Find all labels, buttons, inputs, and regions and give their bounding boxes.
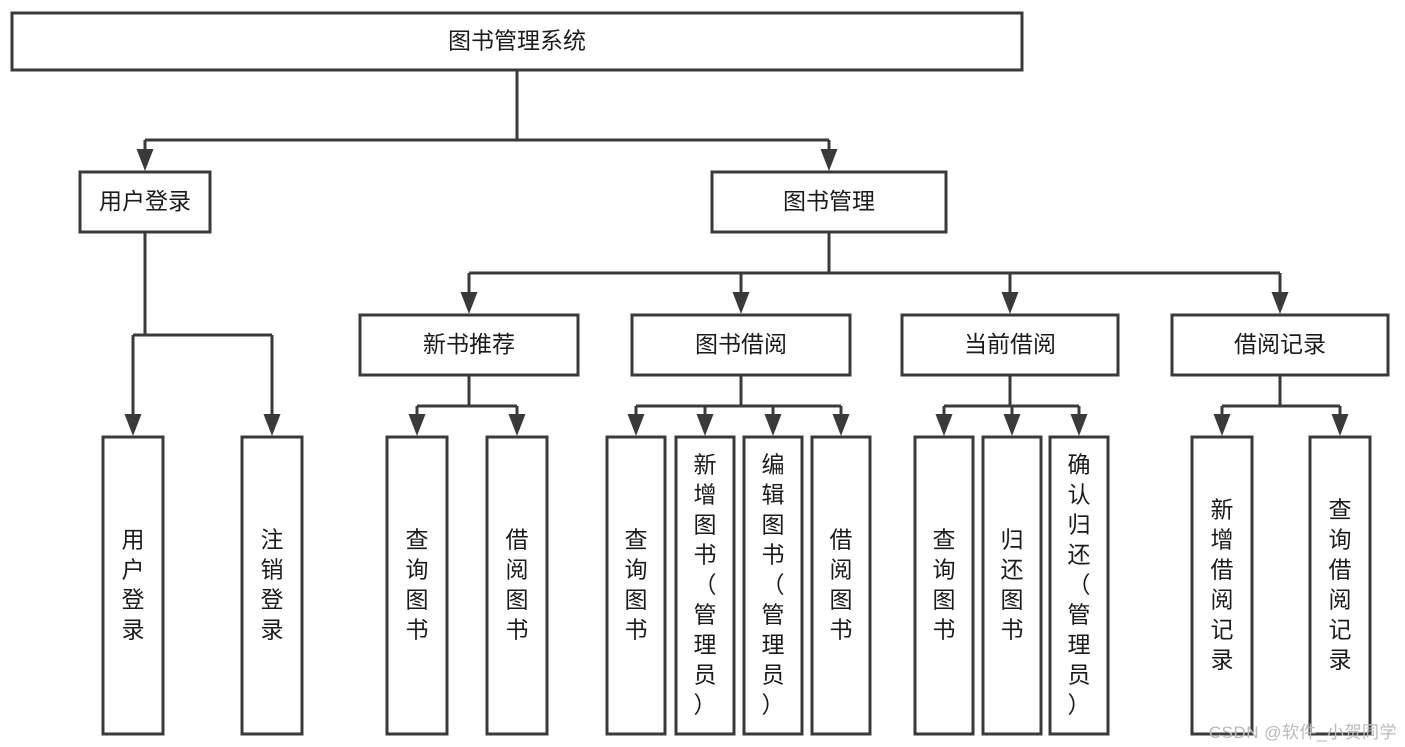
node-label: 归还图书 bbox=[1001, 527, 1024, 643]
node-label: 当前借阅 bbox=[964, 331, 1056, 357]
connector-group-records bbox=[1213, 375, 1349, 436]
arrow-head-icon bbox=[732, 292, 750, 314]
node-box bbox=[810, 435, 872, 736]
node-root[interactable]: 图书管理系统 bbox=[10, 11, 1024, 72]
node-l-rec-1[interactable]: 新增借阅记录 bbox=[1190, 435, 1254, 736]
node-box bbox=[710, 170, 948, 234]
arrow-head-icon bbox=[627, 414, 645, 436]
connector-group-bookmgmt bbox=[460, 232, 1289, 314]
arrow-head-icon bbox=[1070, 414, 1088, 436]
node-label: 借阅记录 bbox=[1234, 331, 1326, 357]
node-label: 图书管理 bbox=[783, 188, 875, 214]
node-l-bor-2[interactable]: 新增图书（管理员） bbox=[674, 435, 736, 736]
node-current[interactable]: 当前借阅 bbox=[900, 313, 1120, 377]
node-l-bor-4[interactable]: 借阅图书 bbox=[810, 435, 872, 736]
node-label: 确认归还（管理员） bbox=[1068, 452, 1091, 718]
node-l-new-2[interactable]: 借阅图书 bbox=[485, 435, 549, 736]
arrow-head-icon bbox=[696, 414, 714, 436]
arrow-head-icon bbox=[1271, 292, 1289, 314]
node-box bbox=[1190, 435, 1254, 736]
node-label: 借阅图书 bbox=[506, 527, 529, 643]
node-l-new-1[interactable]: 查询图书 bbox=[385, 435, 449, 736]
arrow-head-icon bbox=[508, 414, 526, 436]
arrow-head-icon bbox=[935, 414, 953, 436]
arrow-head-icon bbox=[1331, 414, 1349, 436]
arrow-head-icon bbox=[1001, 292, 1019, 314]
node-box bbox=[240, 435, 304, 736]
node-bookmgmt[interactable]: 图书管理 bbox=[710, 170, 948, 234]
node-l-cur-1[interactable]: 查询图书 bbox=[913, 435, 975, 736]
node-label: 查询图书 bbox=[406, 527, 429, 643]
node-box bbox=[630, 313, 852, 377]
node-login[interactable]: 用户登录 bbox=[78, 170, 212, 234]
csdn-watermark: CSDN @软件_小贺同学 bbox=[1208, 723, 1397, 742]
connector-layer bbox=[124, 70, 1349, 436]
arrow-head-icon bbox=[1213, 414, 1231, 436]
arrow-head-icon bbox=[832, 414, 850, 436]
node-l-bor-3[interactable]: 编辑图书（管理员） bbox=[742, 435, 804, 736]
node-records[interactable]: 借阅记录 bbox=[1170, 313, 1390, 377]
node-box bbox=[1308, 435, 1372, 736]
node-box bbox=[101, 435, 165, 736]
node-box bbox=[913, 435, 975, 736]
node-label: 借阅图书 bbox=[830, 527, 853, 643]
node-label: 图书管理系统 bbox=[448, 28, 586, 54]
arrow-head-icon bbox=[1003, 414, 1021, 436]
node-box bbox=[1048, 435, 1110, 736]
node-label: 编辑图书（管理员） bbox=[762, 452, 785, 718]
arrow-head-icon bbox=[136, 149, 154, 171]
node-box bbox=[385, 435, 449, 736]
node-label: 图书借阅 bbox=[695, 331, 787, 357]
node-label: 查询图书 bbox=[625, 527, 648, 643]
connector-group-login bbox=[124, 232, 281, 436]
node-newbook[interactable]: 新书推荐 bbox=[358, 313, 580, 377]
connector-group-current bbox=[935, 375, 1088, 436]
node-label: 新增借阅记录 bbox=[1211, 497, 1234, 673]
node-label: 新增图书（管理员） bbox=[694, 452, 717, 718]
node-layer: 图书管理系统用户登录图书管理新书推荐图书借阅当前借阅借阅记录用户登录注销登录查询… bbox=[10, 11, 1390, 736]
node-box bbox=[674, 435, 736, 736]
connector-group-root bbox=[136, 70, 838, 171]
arrow-head-icon bbox=[460, 292, 478, 314]
node-box bbox=[485, 435, 549, 736]
arrow-head-icon bbox=[764, 414, 782, 436]
node-box bbox=[605, 435, 667, 736]
node-label: 用户登录 bbox=[122, 527, 145, 643]
arrow-head-icon bbox=[124, 414, 142, 436]
connector-group-newbook bbox=[408, 375, 526, 436]
arrow-head-icon bbox=[263, 414, 281, 436]
node-l-login-1[interactable]: 用户登录 bbox=[101, 435, 165, 736]
node-l-rec-2[interactable]: 查询借阅记录 bbox=[1308, 435, 1372, 736]
node-box bbox=[10, 11, 1024, 72]
node-label: 注销登录 bbox=[261, 527, 284, 643]
node-l-cur-3[interactable]: 确认归还（管理员） bbox=[1048, 435, 1110, 736]
node-box bbox=[78, 170, 212, 234]
node-l-bor-1[interactable]: 查询图书 bbox=[605, 435, 667, 736]
connector-group-borrow bbox=[627, 375, 850, 436]
node-box bbox=[358, 313, 580, 377]
node-l-cur-2[interactable]: 归还图书 bbox=[981, 435, 1043, 736]
node-label: 新书推荐 bbox=[423, 331, 515, 357]
node-label: 用户登录 bbox=[99, 188, 191, 214]
node-box bbox=[742, 435, 804, 736]
node-l-login-2[interactable]: 注销登录 bbox=[240, 435, 304, 736]
node-label: 查询图书 bbox=[933, 527, 956, 643]
node-box bbox=[981, 435, 1043, 736]
node-label: 查询借阅记录 bbox=[1329, 497, 1352, 673]
node-box bbox=[900, 313, 1120, 377]
node-borrow[interactable]: 图书借阅 bbox=[630, 313, 852, 377]
arrow-head-icon bbox=[408, 414, 426, 436]
node-box bbox=[1170, 313, 1390, 377]
arrow-head-icon bbox=[820, 149, 838, 171]
